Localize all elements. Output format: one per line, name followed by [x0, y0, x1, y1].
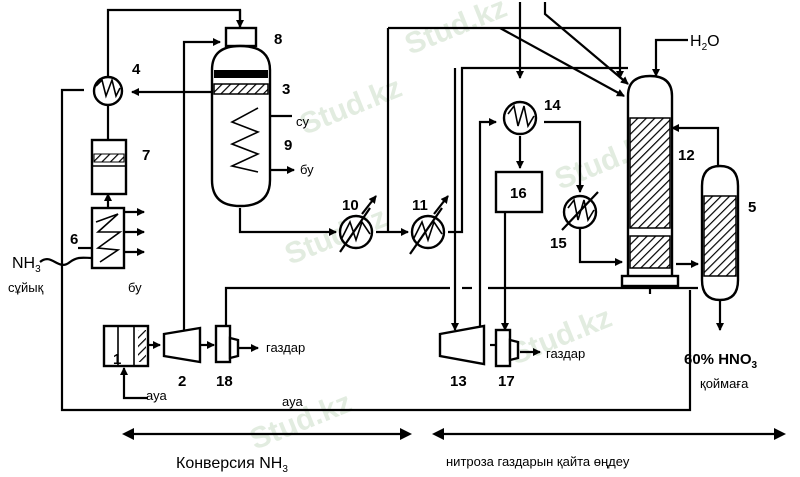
label-product-storage: қоймаға — [700, 376, 749, 391]
label-steam-coil: бу — [300, 162, 314, 177]
label-nh3-liquid: сұйық — [8, 280, 44, 295]
unit-18-turbine — [214, 324, 240, 364]
label-air-bottom: ауа — [282, 394, 303, 409]
label-unit-4: 4 — [132, 61, 141, 78]
hx15-diagonal — [561, 191, 599, 231]
piping — [39, 2, 724, 412]
unit-1-air-filter — [102, 324, 150, 368]
label-unit-8: 8 — [274, 31, 282, 48]
unit-5-absorber — [700, 164, 740, 302]
unit-10-heat-exchanger — [338, 195, 377, 253]
unit-6-boiler — [90, 206, 126, 270]
unit-14-heat-exchanger — [502, 100, 538, 136]
pipe-water-in — [652, 38, 688, 77]
label-unit-11: 11 — [412, 197, 428, 214]
hx10-out — [361, 195, 377, 215]
label-unit-14: 14 — [544, 97, 561, 114]
label-unit-7: 7 — [142, 147, 150, 164]
label-water-coil: су — [296, 114, 310, 129]
watermark-text: Stud.kz — [280, 201, 391, 272]
section-title-conversion: Конверсия NH3 — [176, 455, 288, 475]
label-steam-boiler: бу — [128, 280, 142, 295]
unit-17-turbine — [494, 328, 520, 368]
pipe-bottom-loop — [60, 88, 692, 412]
pipe-to-column-top — [543, 2, 629, 85]
label-unit-15: 15 — [550, 235, 567, 252]
unit-8-head — [224, 26, 258, 48]
label-water-in: H2O — [690, 33, 720, 53]
label-unit-6: 6 — [70, 231, 78, 248]
label-gases-left: газдар — [266, 340, 305, 355]
hx10-diagonal — [339, 207, 371, 253]
pipe-reactor-to-hx10 — [238, 208, 337, 236]
label-unit-2: 2 — [178, 373, 186, 390]
label-unit-9: 9 — [284, 137, 292, 154]
pipe-5-to-12 — [671, 124, 720, 168]
label-product: 60% HNO3 — [684, 351, 758, 371]
pipe-hx15-to-column — [578, 226, 623, 266]
label-unit-5: 5 — [748, 199, 756, 216]
hx11-diagonal — [409, 207, 443, 255]
label-unit-13: 13 — [450, 373, 467, 390]
unit-16-box — [494, 170, 544, 214]
label-unit-16: 16 — [510, 185, 527, 202]
unit-9-reactor — [210, 44, 272, 208]
pipe-diagonal-feed — [499, 27, 625, 97]
unit-13-compressor — [438, 324, 486, 366]
unit-12-absorption-column — [620, 74, 680, 288]
pipe-18-line — [224, 286, 450, 325]
label-nh3-feed: NH3 — [12, 255, 41, 275]
label-air-compressor: ауа — [146, 388, 167, 403]
label-gases-right: газдар — [546, 346, 585, 361]
unit-7-filter — [90, 138, 128, 196]
label-unit-17: 17 — [498, 373, 515, 390]
pipe-top-feed — [388, 26, 624, 79]
pipe-hx14-to-hx15 — [544, 120, 584, 193]
hx11-out — [433, 195, 449, 215]
unit-11-heat-exchanger — [409, 195, 449, 255]
section-arrows — [122, 428, 786, 440]
pipe-nh3-inlet — [39, 256, 93, 266]
watermark-text: Stud.kz — [295, 71, 406, 142]
unit-2-compressor — [162, 326, 202, 364]
unit-4-heat-exchanger — [92, 75, 124, 107]
watermark-text: Stud.kz — [400, 0, 511, 61]
label-unit-3: 3 — [282, 81, 290, 98]
pipe-13-to-hx14 — [478, 118, 497, 340]
unit-15-heat-exchanger — [561, 191, 599, 231]
label-unit-12: 12 — [678, 147, 695, 164]
section-title-nitrous-gases: нитроза газдарын қайта өңдеу — [446, 454, 630, 469]
pipe-air-to-reactor — [182, 38, 221, 332]
label-unit-10: 10 — [342, 197, 359, 214]
label-unit-18: 18 — [216, 373, 233, 390]
label-unit-1: 1 — [113, 351, 121, 368]
pipe-air-inlet — [120, 367, 148, 400]
